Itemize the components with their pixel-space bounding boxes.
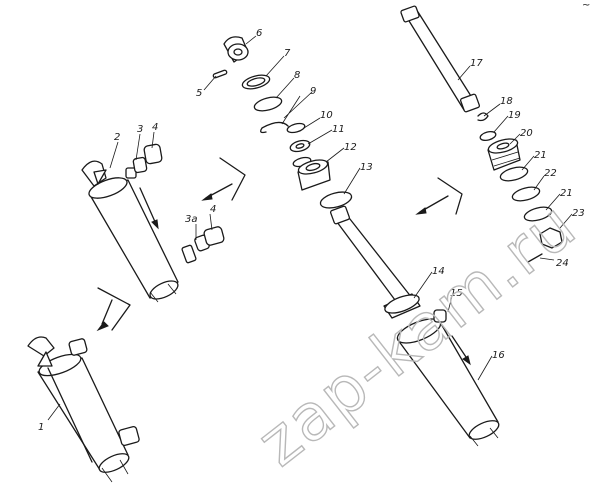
- label-5: 5: [196, 88, 202, 99]
- label-23: 23: [572, 208, 585, 219]
- label-14: 14: [432, 266, 445, 277]
- rod-17: [400, 5, 480, 113]
- label-24: 24: [556, 258, 569, 269]
- label-21a: 21: [534, 150, 547, 161]
- corner-mark: ~: [582, 0, 590, 11]
- right-parts: [477, 112, 563, 263]
- label-9: 9: [310, 86, 316, 97]
- label-10: 10: [320, 110, 333, 121]
- label-13: 13: [360, 162, 373, 173]
- cylinder-body-upper: [81, 143, 179, 303]
- label-16: 16: [492, 350, 505, 361]
- assembled-cylinder: [27, 336, 140, 483]
- label-3a: 3а: [185, 214, 198, 225]
- label-19: 19: [508, 110, 521, 121]
- label-7: 7: [284, 48, 291, 59]
- label-18: 18: [500, 96, 513, 107]
- cylinder-16: [396, 309, 500, 447]
- part-3a-4: [181, 226, 225, 264]
- part-labels: 1 2 3 3а 4 4 5 6 7 8 9 10 11 12 13 14 15…: [38, 28, 585, 433]
- label-15: 15: [450, 288, 463, 299]
- label-4b: 4: [210, 204, 216, 215]
- label-3: 3: [137, 124, 143, 135]
- label-22: 22: [544, 168, 557, 179]
- watermark-text: zap-kam.ru: [245, 188, 591, 481]
- label-6: 6: [256, 28, 262, 39]
- label-17: 17: [470, 58, 483, 69]
- label-11: 11: [332, 124, 345, 135]
- direction-arrows: [96, 157, 471, 366]
- label-8: 8: [294, 70, 300, 81]
- label-4a: 4: [152, 122, 158, 133]
- label-1: 1: [38, 422, 44, 433]
- label-21b: 21: [560, 188, 573, 199]
- label-12: 12: [344, 142, 357, 153]
- label-20: 20: [520, 128, 533, 139]
- label-2: 2: [114, 132, 120, 143]
- leader-lines: [47, 35, 573, 421]
- piston-rod: [330, 205, 421, 319]
